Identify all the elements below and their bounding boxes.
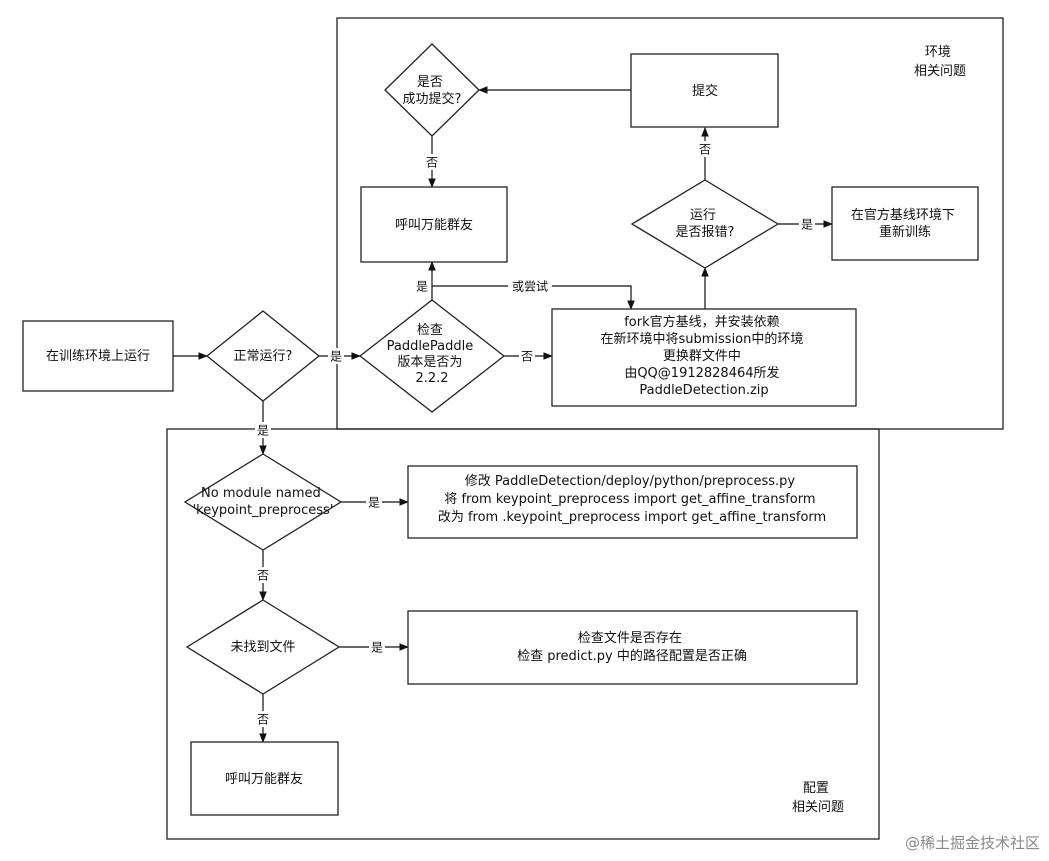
text-start: 在训练环境上运行 bbox=[46, 349, 150, 364]
text-retrain: 在官方基线环境下 重新训练 bbox=[851, 207, 959, 240]
node-call-friends-cfg bbox=[190, 741, 339, 816]
text-line: 是否 bbox=[417, 75, 443, 90]
label-bg bbox=[799, 216, 815, 232]
text-line: 正常运行? bbox=[234, 349, 293, 364]
node-fix-import bbox=[407, 465, 858, 539]
node-run-error bbox=[630, 179, 780, 269]
text-submit-ok: 是否 成功提交? bbox=[403, 75, 462, 107]
text-line: 呼叫万能群友 bbox=[395, 217, 473, 233]
edge-label-file-no: 否 bbox=[257, 713, 269, 727]
text-line: PaddleDetection.zip bbox=[639, 383, 768, 398]
node-check-file bbox=[407, 610, 858, 685]
text-line: 未找到文件 bbox=[230, 640, 295, 655]
label-bg bbox=[424, 154, 440, 170]
node-normal-run bbox=[205, 310, 321, 402]
text-file-not-found: 未找到文件 bbox=[230, 640, 295, 655]
label-bg bbox=[697, 141, 713, 157]
text-line: 更换群文件中 bbox=[663, 349, 741, 364]
label-bg bbox=[519, 348, 535, 364]
text-line: 是否报错? bbox=[676, 225, 735, 240]
text-line: 相关问题 bbox=[792, 800, 844, 815]
edge-label-error-yes: 是 bbox=[801, 218, 813, 232]
node-submit bbox=[630, 53, 779, 128]
text-line: 2.2.2 bbox=[415, 371, 448, 386]
node-submit-ok bbox=[384, 43, 480, 137]
text-call-friends-env: 呼叫万能群友 bbox=[395, 217, 473, 233]
node-start bbox=[22, 320, 174, 392]
text-no-module: No module named 'keypoint_preprocess' bbox=[193, 486, 334, 518]
text-fork-env: fork官方基线，并安装依赖 在新环境中将submission中的环境 更换群文… bbox=[600, 314, 807, 398]
text-line: 检查文件是否存在 bbox=[578, 631, 682, 646]
region-env-label: 环境 相关问题 bbox=[914, 45, 966, 79]
text-line: 成功提交? bbox=[403, 91, 462, 107]
text-check-paddle: 检查 PaddlePaddle 版本是否为 2.2.2 bbox=[387, 323, 478, 386]
edge-label-paddle-yes: 是 bbox=[416, 280, 428, 294]
edge-label-try-alt: 或尝试 bbox=[512, 279, 548, 294]
text-line: 修改 PaddleDetection/deploy/python/preproc… bbox=[465, 474, 796, 489]
label-bg bbox=[508, 278, 552, 294]
label-bg bbox=[255, 422, 271, 438]
node-call-friends-env bbox=[360, 186, 508, 263]
text-line: PaddlePaddle bbox=[387, 339, 474, 354]
label-bg bbox=[255, 711, 271, 727]
text-line: 配置 bbox=[803, 781, 829, 796]
text-line: 运行 bbox=[690, 208, 716, 223]
edge-label-normal-yes-down: 是 bbox=[257, 424, 269, 438]
text-submit: 提交 bbox=[692, 83, 718, 99]
label-bg bbox=[369, 639, 385, 655]
text-line: 检查 predict.py 中的路径配置是否正确 bbox=[517, 648, 747, 664]
node-file-not-found bbox=[185, 599, 341, 695]
edge-label-error-no: 否 bbox=[699, 143, 711, 157]
text-line: 重新训练 bbox=[879, 224, 931, 240]
text-line: 相关问题 bbox=[914, 64, 966, 79]
edge-label-module-no: 否 bbox=[257, 569, 269, 583]
edge-label-file-yes: 是 bbox=[371, 641, 383, 655]
text-line: 检查 bbox=[417, 323, 443, 338]
node-retrain bbox=[831, 186, 979, 261]
watermark: @稀土掘金技术社区 bbox=[905, 834, 1040, 852]
text-line: 在训练环境上运行 bbox=[46, 349, 150, 364]
edge-label-module-yes: 是 bbox=[368, 496, 380, 510]
text-call-friends-cfg: 呼叫万能群友 bbox=[225, 771, 303, 787]
text-line: 将 from keypoint_preprocess import get_af… bbox=[444, 492, 815, 507]
label-bg bbox=[255, 567, 271, 583]
label-bg bbox=[414, 278, 430, 294]
text-line: 在新环境中将submission中的环境 bbox=[600, 331, 803, 347]
node-check-paddle bbox=[358, 299, 506, 413]
text-line: 环境 bbox=[925, 45, 951, 60]
text-normal-run: 正常运行? bbox=[234, 349, 293, 364]
text-line: 版本是否为 bbox=[397, 355, 462, 370]
text-line: 提交 bbox=[692, 83, 718, 99]
text-line: No module named bbox=[201, 486, 321, 501]
text-line: 呼叫万能群友 bbox=[225, 771, 303, 787]
edge-try-alt-to-fork bbox=[432, 285, 635, 310]
text-line: fork官方基线，并安装依赖 bbox=[624, 314, 779, 330]
text-fix-import: 修改 PaddleDetection/deploy/python/preproc… bbox=[438, 474, 826, 525]
node-fork-env bbox=[551, 308, 857, 407]
region-config-box bbox=[166, 428, 880, 840]
label-bg bbox=[366, 494, 382, 510]
text-line: 在官方基线环境下 bbox=[851, 207, 955, 223]
text-line: 由QQ@1912828464所发 bbox=[624, 365, 779, 381]
text-run-error: 运行 是否报错? bbox=[676, 208, 735, 240]
edge-label-normal-yes-right: 是 bbox=[330, 350, 342, 364]
text-line: 改为 from .keypoint_preprocess import get_… bbox=[438, 510, 826, 525]
text-line: 'keypoint_preprocess' bbox=[193, 503, 334, 518]
edge-label-submit-no: 否 bbox=[426, 156, 438, 170]
region-config-label: 配置 相关问题 bbox=[792, 781, 844, 815]
edge-label-paddle-no: 否 bbox=[521, 350, 533, 364]
text-check-file: 检查文件是否存在 检查 predict.py 中的路径配置是否正确 bbox=[517, 631, 747, 664]
node-no-module bbox=[183, 453, 343, 551]
label-bg bbox=[328, 348, 344, 364]
